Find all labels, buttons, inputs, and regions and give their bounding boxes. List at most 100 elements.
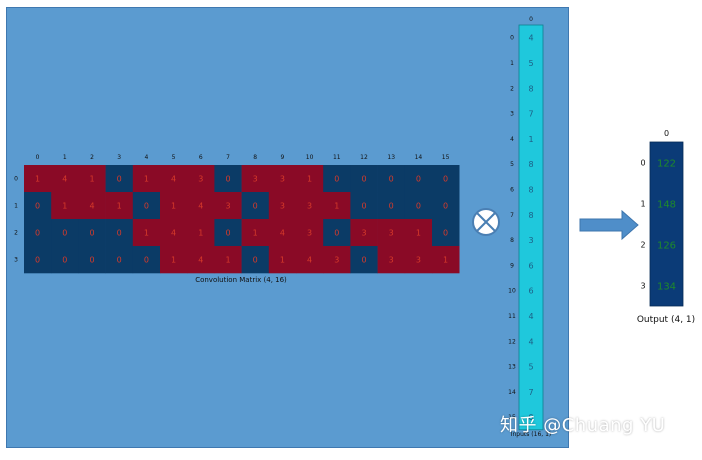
input-value: 8	[528, 84, 533, 93]
matrix-cell-value: 1	[280, 256, 285, 265]
matrix-cell-value: 0	[253, 256, 258, 265]
matrix-cell	[78, 246, 106, 274]
matrix-cell-value: 0	[144, 256, 149, 265]
input-value: 4	[528, 34, 533, 43]
matrix-cell	[51, 246, 79, 274]
inputs-row-tick: 2	[510, 85, 514, 92]
matrix-col-tick: 0	[36, 154, 40, 161]
matrix-cell	[323, 246, 351, 274]
matrix-cell	[105, 246, 134, 274]
matrix-cell	[432, 246, 460, 274]
input-value: 8	[528, 185, 533, 194]
input-value: 0	[528, 413, 533, 422]
input-value: 8	[528, 211, 533, 220]
matrix-cell	[377, 219, 406, 247]
inputs-row-tick: 4	[510, 136, 514, 143]
matrix-cell-value: 1	[225, 256, 230, 265]
output-value: 134	[657, 282, 676, 293]
input-value: 4	[528, 312, 533, 321]
matrix-cell	[24, 165, 52, 193]
matrix-cell-value: 1	[416, 229, 421, 238]
matrix-col-tick: 3	[117, 154, 121, 161]
matrix-cell	[241, 246, 270, 274]
matrix-cell	[432, 192, 460, 220]
matrix-cell-value: 1	[198, 229, 203, 238]
matrix-cell-value: 0	[389, 175, 394, 184]
matrix-cell-value: 1	[89, 175, 94, 184]
matrix-cell-value: 3	[198, 175, 203, 184]
input-value: 7	[528, 110, 533, 119]
matrix-cell	[132, 192, 161, 220]
matrix-cell	[296, 192, 324, 220]
matrix-cell-value: 3	[389, 256, 394, 265]
matrix-cell-value: 0	[253, 202, 258, 211]
matrix-cell	[132, 165, 161, 193]
matrix-cell-value: 0	[225, 229, 230, 238]
input-value: 7	[528, 388, 533, 397]
matrix-cell	[323, 219, 351, 247]
matrix-cell-value: 1	[117, 202, 122, 211]
matrix-cell	[105, 192, 134, 220]
matrix-cell	[51, 165, 79, 193]
matrix-cell-value: 1	[62, 202, 67, 211]
matrix-cell-value: 0	[416, 175, 421, 184]
matrix-cell	[296, 246, 324, 274]
input-value: 4	[528, 337, 533, 346]
matrix-row-tick: 1	[14, 203, 18, 210]
matrix-cell-value: 3	[225, 202, 230, 211]
convolution-matrix-caption: Convolution Matrix (4, 16)	[195, 276, 287, 284]
matrix-cell	[323, 165, 351, 193]
matrix-col-tick: 9	[280, 154, 284, 161]
matrix-cell-value: 0	[443, 202, 448, 211]
inputs-row-tick: 6	[510, 186, 514, 193]
matrix-cell-value: 0	[35, 229, 40, 238]
matrix-cell	[241, 219, 270, 247]
matrix-cell-value: 0	[117, 229, 122, 238]
input-value: 6	[528, 287, 533, 296]
matrix-cell	[404, 165, 433, 193]
matrix-cell-value: 1	[144, 229, 149, 238]
matrix-cell-value: 4	[198, 202, 203, 211]
inputs-row-tick: 10	[508, 288, 516, 295]
matrix-cell	[296, 219, 324, 247]
matrix-cell-value: 4	[62, 175, 67, 184]
matrix-col-tick: 13	[387, 154, 395, 161]
matrix-cell-value: 4	[307, 256, 312, 265]
matrix-cell-value: 4	[280, 229, 285, 238]
matrix-cell-value: 0	[144, 202, 149, 211]
output-row-tick: 1	[640, 200, 645, 209]
matrix-cell	[132, 246, 161, 274]
inputs-row-tick: 12	[508, 338, 516, 345]
matrix-cell	[268, 192, 297, 220]
inputs-row-tick: 1	[510, 60, 514, 67]
matrix-cell	[24, 192, 52, 220]
matrix-cell	[350, 246, 378, 274]
matrix-row-tick: 0	[14, 176, 18, 183]
matrix-cell-value: 0	[443, 229, 448, 238]
matrix-cell-value: 1	[334, 202, 339, 211]
matrix-cell-value: 1	[307, 175, 312, 184]
matrix-cell	[187, 219, 215, 247]
output-value: 148	[657, 200, 676, 211]
matrix-cell-value: 0	[361, 256, 366, 265]
matrix-cell	[51, 219, 79, 247]
matrix-cell	[241, 165, 270, 193]
matrix-cell	[160, 165, 188, 193]
inputs-row-tick: 9	[510, 262, 514, 269]
matrix-cell	[132, 219, 161, 247]
matrix-cell-value: 0	[117, 175, 122, 184]
matrix-cell-value: 3	[416, 256, 421, 265]
inputs-col-tick: 0	[529, 16, 533, 23]
output-caption: Output (4, 1)	[637, 315, 695, 325]
matrix-col-tick: 15	[442, 154, 450, 161]
matrix-cell-value: 3	[280, 175, 285, 184]
inputs-row-tick: 14	[508, 389, 516, 396]
matrix-cell-value: 0	[225, 175, 230, 184]
matrix-cell-value: 0	[443, 175, 448, 184]
input-value: 3	[528, 236, 533, 245]
matrix-cell-value: 3	[253, 175, 258, 184]
inputs-row-tick: 5	[510, 161, 514, 168]
input-value: 8	[528, 160, 533, 169]
matrix-cell-value: 0	[416, 202, 421, 211]
